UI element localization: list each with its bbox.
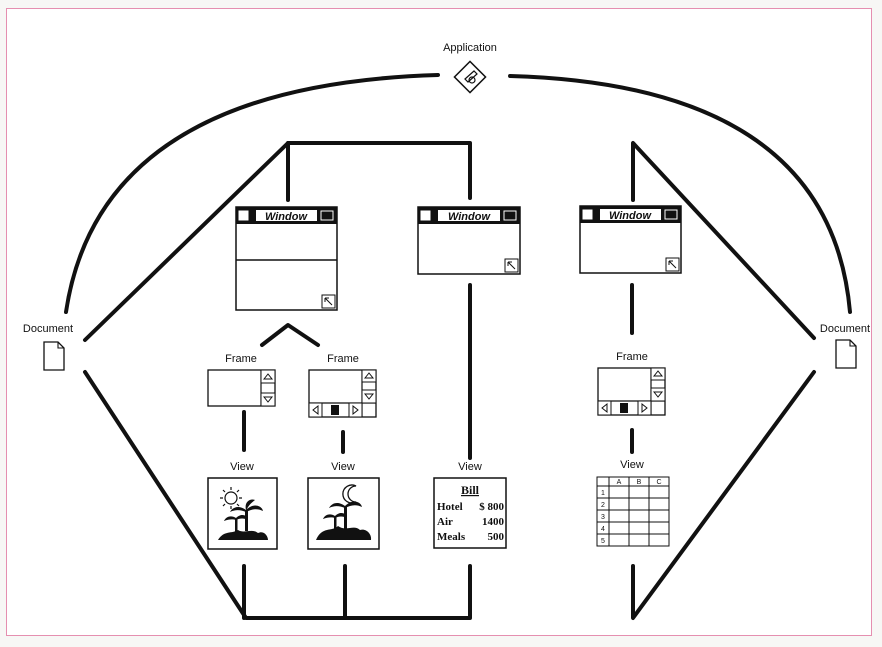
- frame-1-label: Frame: [225, 353, 257, 365]
- column-header-a: A: [617, 479, 622, 486]
- frame-2: [309, 370, 376, 417]
- row-header-5: 5: [601, 538, 605, 545]
- bill-item-air: Air: [437, 516, 453, 528]
- window-3: Window: [580, 206, 681, 273]
- frame-3: [598, 368, 665, 415]
- window-2: Window: [418, 207, 520, 274]
- frame-2-label: Frame: [327, 353, 359, 365]
- view-3-bill: Bill Hotel $ 800 Air 1400 Meals 500: [434, 478, 506, 548]
- bill-amount-hotel: $ 800: [479, 501, 504, 513]
- document-right-label: Document: [820, 323, 870, 335]
- bill-amount-meals: 500: [488, 531, 505, 543]
- view-3-label: View: [458, 461, 482, 473]
- bill-title: Bill: [461, 483, 480, 497]
- window-3-title: Window: [609, 210, 652, 222]
- window-2-title: Window: [448, 211, 491, 223]
- view-1-label: View: [230, 461, 254, 473]
- row-header-4: 4: [601, 526, 605, 533]
- close-box-icon: [421, 211, 430, 220]
- close-box-icon: [239, 211, 248, 220]
- view-2-night-scene: [308, 478, 379, 549]
- zoom-box-icon: [321, 211, 333, 220]
- view-4-label: View: [620, 459, 644, 471]
- document-left-label: Document: [23, 323, 73, 335]
- column-header-c: C: [656, 479, 661, 486]
- application-label: Application: [443, 42, 497, 54]
- frame-3-label: Frame: [616, 351, 648, 363]
- zoom-box-icon: [504, 211, 516, 220]
- close-box-icon: [583, 210, 592, 219]
- row-header-2: 2: [601, 502, 605, 509]
- zoom-box-icon: [665, 210, 677, 219]
- frame-1: [208, 370, 275, 406]
- row-header-1: 1: [601, 490, 605, 497]
- row-header-3: 3: [601, 514, 605, 521]
- window1-to-frames-branch: [262, 325, 318, 345]
- bill-amount-air: 1400: [482, 516, 505, 528]
- application-diamond-icon: [454, 61, 485, 92]
- window-1: Window: [236, 207, 337, 310]
- view-1-day-scene: [208, 478, 277, 549]
- column-header-b: B: [637, 479, 642, 486]
- document-left-icon: [44, 342, 64, 370]
- view-4-spreadsheet: A B C 1 2 3 4 5: [597, 477, 669, 546]
- bill-item-hotel: Hotel: [437, 501, 463, 513]
- view-2-label: View: [331, 461, 355, 473]
- bill-item-meals: Meals: [437, 531, 466, 543]
- window-1-title: Window: [265, 211, 308, 223]
- document-right-icon: [836, 340, 856, 368]
